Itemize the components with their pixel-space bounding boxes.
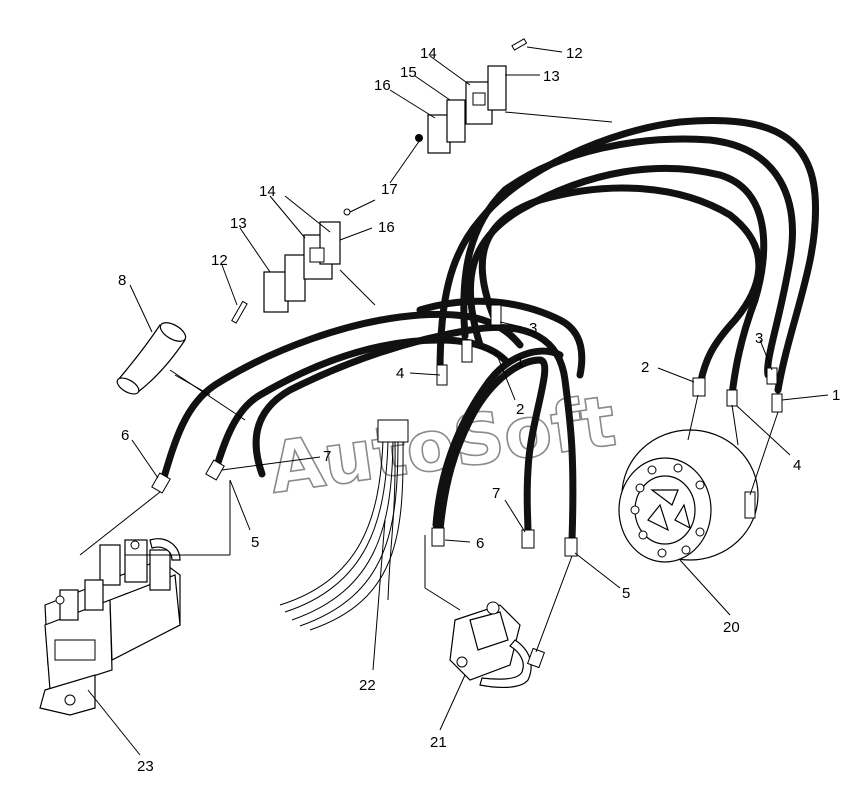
protective-sleeve xyxy=(116,322,246,421)
callout-labels: 12 13 14 15 16 17 14 16 13 12 8 3 1 4 2 … xyxy=(118,45,840,775)
callout-3-right: 3 xyxy=(755,330,763,347)
hose-left-2 xyxy=(211,336,509,476)
callout-12-mid: 12 xyxy=(211,252,228,269)
hose-loop-1 xyxy=(436,116,820,394)
callout-15-top: 15 xyxy=(400,64,417,81)
callout-1-right: 1 xyxy=(832,387,840,404)
fittings xyxy=(151,304,783,557)
callout-2-center: 2 xyxy=(516,401,524,418)
control-valve-block xyxy=(39,480,231,716)
callout-17-top: 17 xyxy=(381,181,398,198)
gear-pump xyxy=(449,555,573,688)
callout-5-center: 5 xyxy=(622,585,630,602)
hose-left-3 xyxy=(252,323,577,544)
callout-20: 20 xyxy=(723,619,740,636)
callout-6-center: 6 xyxy=(476,535,484,552)
leader-lines xyxy=(87,46,829,756)
callout-14-mid: 14 xyxy=(259,183,276,200)
callout-4-center: 4 xyxy=(396,365,404,382)
callout-22: 22 xyxy=(359,677,376,694)
hydraulic-motor xyxy=(618,394,779,563)
hose-center-6 xyxy=(436,356,549,539)
callout-13-top: 13 xyxy=(543,68,560,85)
callout-8: 8 xyxy=(118,272,126,289)
hose-group xyxy=(158,116,820,544)
hose-loop-2 xyxy=(460,135,796,379)
hose-clamp-mid xyxy=(231,208,376,324)
callout-14-top: 14 xyxy=(420,45,437,62)
callout-7-left: 7 xyxy=(323,448,331,465)
callout-7-center: 7 xyxy=(492,485,500,502)
hose-left-1 xyxy=(158,310,524,488)
callout-12-top: 12 xyxy=(566,45,583,62)
callout-13-mid: 13 xyxy=(230,215,247,232)
callout-16-top: 16 xyxy=(374,77,391,94)
callout-2-right: 2 xyxy=(641,359,649,376)
hose-clamp-top xyxy=(415,38,613,154)
callout-21: 21 xyxy=(430,734,447,751)
callout-1-center: 1 xyxy=(516,354,524,371)
callout-23: 23 xyxy=(137,758,154,775)
hose-top-short xyxy=(416,297,586,379)
callout-3-center: 3 xyxy=(529,320,537,337)
callout-4-right: 4 xyxy=(793,457,801,474)
callout-6-left: 6 xyxy=(121,427,129,444)
hose-loop-4 xyxy=(478,184,763,389)
callout-5-left: 5 xyxy=(251,534,259,551)
bundle-fitting xyxy=(377,419,409,443)
hose-center-loop xyxy=(432,347,564,529)
callout-16-mid: 16 xyxy=(378,219,395,236)
